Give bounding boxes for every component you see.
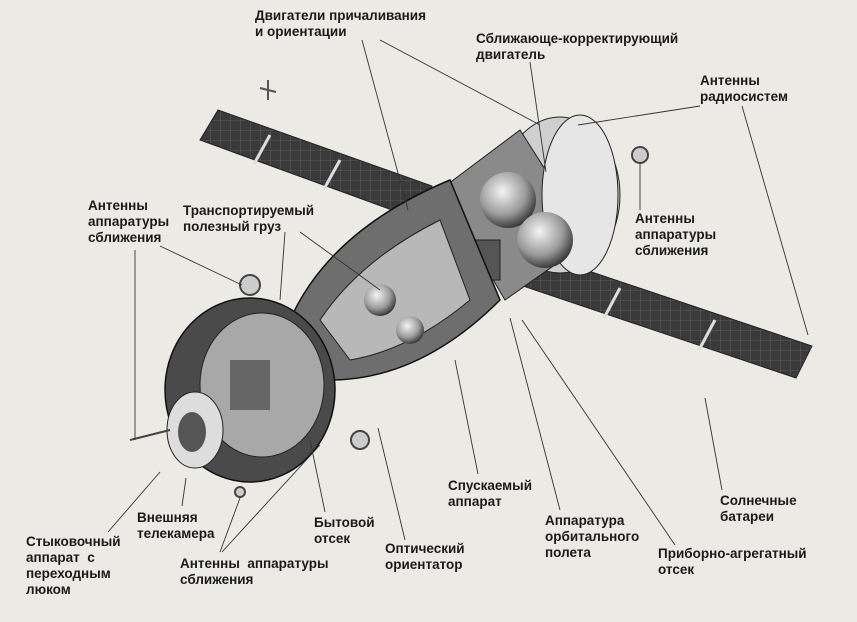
label-rendezvous-antennas-right: Антенны аппаратуры сближения — [635, 211, 717, 258]
label-radio-antennas: Антенны радиосистем — [700, 73, 788, 104]
label-orbital-module: Бытовой отсек — [314, 515, 375, 546]
solar-panel-left — [199, 80, 433, 219]
label-solar-panels: Солнечные батареи — [720, 493, 797, 524]
label-orbital-flight-equipment: Аппаратура орбитального полета — [545, 513, 640, 560]
label-external-camera: Внешняя телекамера — [137, 510, 215, 541]
label-docking-engines: Двигатели причаливания и ориентации — [255, 8, 426, 39]
descent-module — [289, 179, 501, 381]
label-correction-engine: Сближающе-корректирующий двигатель — [476, 31, 679, 62]
label-optical-sight: Оптический ориентатор — [385, 541, 465, 572]
orbital-module — [164, 297, 336, 483]
leader-lines — [107, 39, 809, 553]
label-descent-module: Спускаемый аппарат — [448, 478, 532, 509]
label-rendezvous-antennas-left: Антенны аппаратуры сближения — [88, 198, 170, 245]
label-rendezvous-antennas-bottom: Антенны аппаратуры сближения — [180, 556, 329, 587]
antennas — [129, 146, 649, 498]
label-service-module: Приборно-агрегатный отсек — [658, 546, 807, 577]
label-payload: Транспортируемый полезный груз — [183, 203, 315, 234]
label-docking-unit: Стыковочный аппарат с переходным люком — [26, 534, 121, 597]
